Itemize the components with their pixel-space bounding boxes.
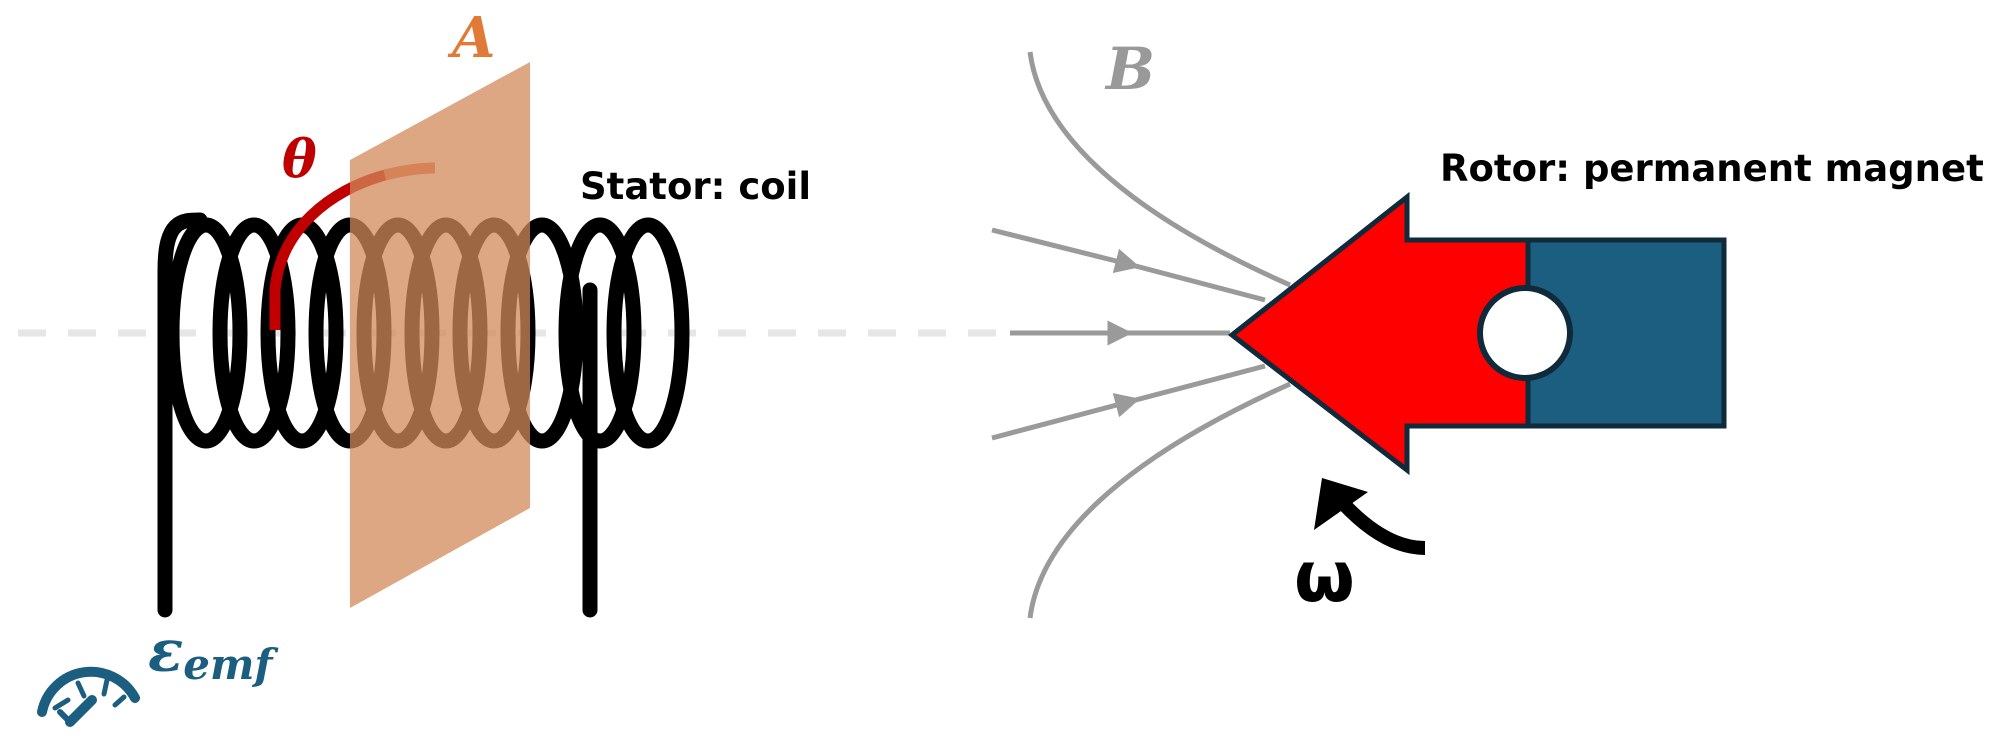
area-plane: [350, 62, 530, 608]
rotation-arrow-icon: [1314, 478, 1426, 555]
magnetic-field-lines: [991, 51, 1292, 619]
gauge-icon: [37, 666, 140, 727]
stator-label: Stator: coil: [580, 165, 812, 208]
theta-label: θ: [282, 129, 317, 190]
emf-subscript: emf: [183, 640, 273, 689]
field-label: B: [1106, 35, 1156, 103]
emf-symbol: ε: [148, 617, 184, 685]
area-label: A: [452, 5, 496, 71]
rotor-label: Rotor: permanent magnet: [1440, 147, 1984, 190]
rotor-pivot: [1477, 285, 1573, 381]
angular-velocity-label: ω: [1294, 536, 1355, 618]
emf-label: εemf: [148, 622, 273, 686]
rotor-magnet: [1227, 191, 1727, 476]
